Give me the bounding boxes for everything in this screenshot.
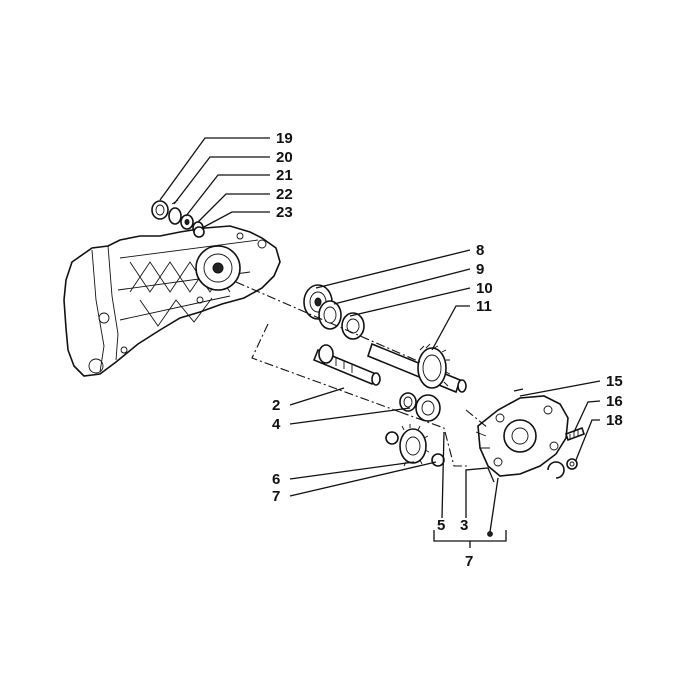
- gear-6: [385, 424, 445, 467]
- bearing-5: [415, 394, 441, 422]
- callout-6: 6: [272, 471, 280, 488]
- callout-9: 9: [476, 261, 484, 278]
- bearing-9: [318, 300, 342, 330]
- callout-7-group: 7: [465, 553, 473, 570]
- callout-20: 20: [276, 149, 293, 166]
- callout-4: 4: [272, 416, 281, 433]
- callout-23: 23: [276, 204, 293, 221]
- drive-shaft-2: [312, 344, 381, 386]
- circlip-17: [547, 461, 565, 479]
- callout-3: 3: [460, 517, 468, 534]
- gear-shaft-11: [367, 342, 467, 394]
- seal-ring-19: [151, 200, 169, 220]
- dowel-pin-15: [513, 388, 524, 392]
- crankcase-housing: [63, 225, 281, 377]
- callout-19: 19: [276, 130, 293, 147]
- callout-18: 18: [606, 412, 623, 429]
- callout-15: 15: [606, 373, 623, 390]
- callout-8: 8: [476, 242, 484, 259]
- nut-18: [566, 458, 578, 470]
- bearing-10: [341, 312, 365, 340]
- washer-21: [180, 214, 194, 230]
- assembly-center-lines: [235, 281, 489, 467]
- circlip-23: [193, 226, 205, 238]
- callout-22: 22: [276, 186, 293, 203]
- callout-2: 2: [272, 397, 280, 414]
- bolt-16: [564, 426, 586, 442]
- callout-5: 5: [437, 517, 445, 534]
- callout-16: 16: [606, 393, 623, 410]
- transmission-cover-3: [475, 395, 569, 477]
- callout-21: 21: [276, 167, 293, 184]
- leader-lines: [159, 137, 601, 548]
- callout-11: 11: [476, 298, 492, 315]
- callout-7: 7: [272, 488, 280, 505]
- callout-10: 10: [476, 280, 493, 297]
- bearing-4: [399, 392, 417, 412]
